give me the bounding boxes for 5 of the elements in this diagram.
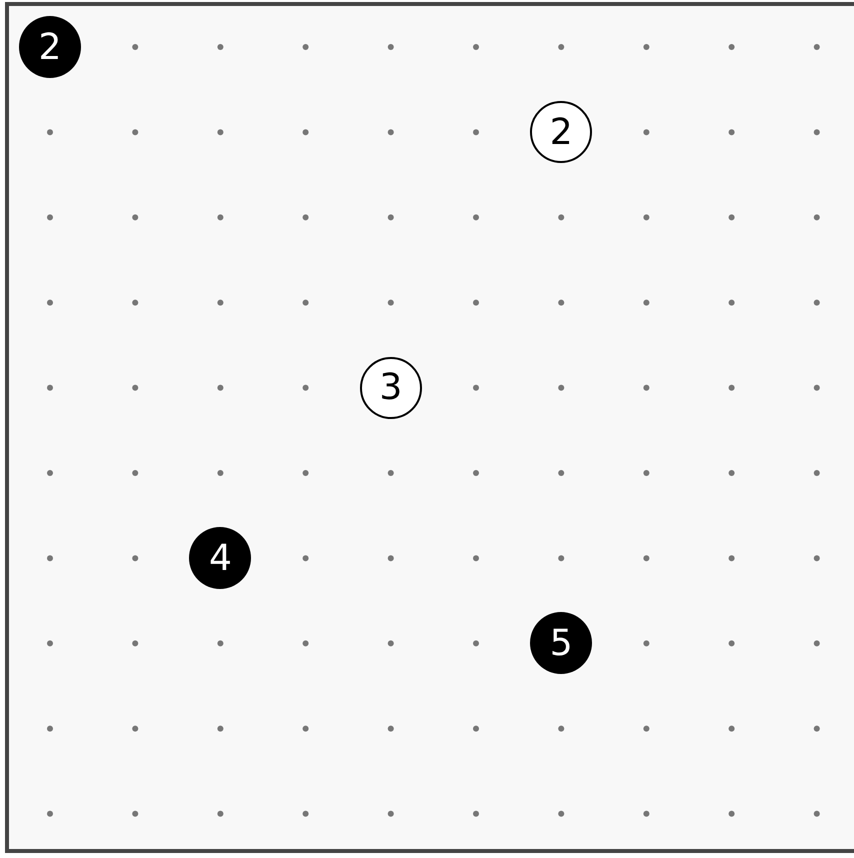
outlined-number-circle: 2	[530, 101, 592, 164]
filled-number-circle: 2	[19, 16, 81, 78]
filled-number-circle: 4	[189, 527, 252, 590]
filled-number-circle: 5	[530, 612, 592, 674]
outlined-number-circle: 3	[360, 356, 422, 419]
